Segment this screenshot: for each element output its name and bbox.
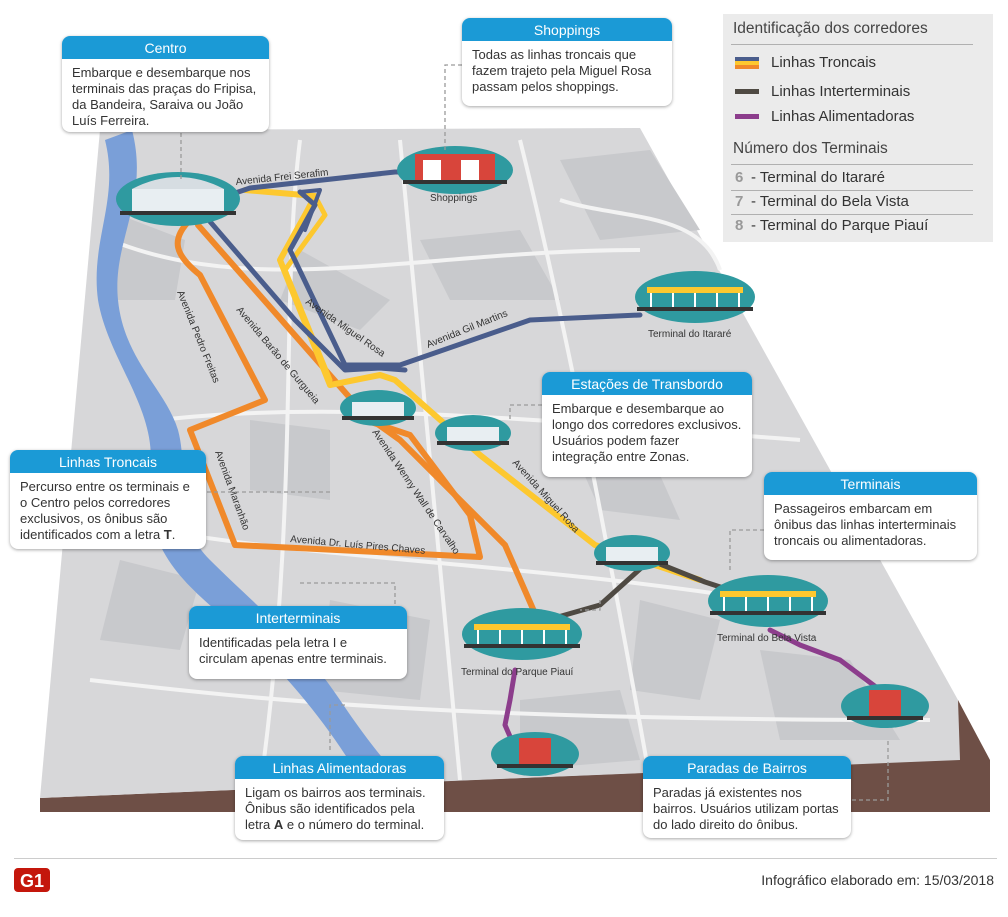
trunk-line-orange-barao: [195, 222, 543, 628]
terminal-centro: [116, 172, 240, 226]
callout-paradas-title: Paradas de Bairros: [643, 756, 851, 779]
callout-shoppings-title: Shoppings: [462, 18, 672, 41]
legend-terminals-title: Número dos Terminais: [733, 140, 888, 157]
stop-bairro-parque-piaui: [491, 732, 579, 776]
callout-terminais: Terminais Passageiros embarcam em ônibus…: [764, 472, 977, 560]
callout-centro-title: Centro: [62, 36, 269, 59]
callout-leaders: [180, 64, 889, 801]
legend-terminal-label: - Terminal do Bela Vista: [751, 193, 909, 210]
legend-terminal-8: 8 - Terminal do Parque Piauí: [735, 217, 928, 234]
legend-terminal-6: 6 - Terminal do Itararé: [735, 169, 885, 186]
callout-interterminais: Interterminais Identificadas pela letra …: [189, 606, 407, 679]
legend-label-alimentadoras: Linhas Alimentadoras: [771, 108, 915, 125]
trunk-line-blue-miguel-rosa: [197, 207, 408, 373]
g1-logo: G1: [14, 868, 50, 892]
callout-alimentadoras-body: Ligam os bairros aos terminais. Ônibus s…: [235, 779, 444, 840]
callout-paradas-bairros: Paradas de Bairros Paradas já existentes…: [643, 756, 851, 838]
trunk-line-yellow: [242, 187, 703, 583]
callout-interterminais-title: Interterminais: [189, 606, 407, 629]
footer-credit: Infográfico elaborado em: 15/03/2018: [761, 872, 994, 888]
callout-troncais-title: Linhas Troncais: [10, 450, 206, 473]
legend-divider: [731, 44, 973, 45]
legend-label-interterminais: Linhas Interterminais: [771, 83, 911, 100]
feeder-line-bela-vista: [767, 627, 883, 693]
legend-divider-row: [731, 190, 973, 191]
callout-paradas-body: Paradas já existentes nos bairros. Usuár…: [653, 785, 839, 832]
footer-divider: [14, 858, 997, 859]
callout-estacoes-body: Embarque e desembarque ao longo dos corr…: [552, 401, 742, 464]
callout-linhas-troncais: Linhas Troncais Percurso entre os termin…: [10, 450, 206, 549]
callout-troncais-body-text: Percurso entre os terminais e o Centro p…: [20, 479, 190, 542]
legend-terminal-7: 7 - Terminal do Bela Vista: [735, 193, 909, 210]
legend-swatch-alimentadoras: [735, 113, 759, 119]
callout-shoppings: Shoppings Todas as linhas troncais que f…: [462, 18, 672, 106]
station-barao: [340, 390, 416, 426]
callout-centro-body: Embarque e desembarque nos terminais das…: [72, 65, 257, 128]
legend-divider-row: [731, 214, 973, 215]
terminal-bela-vista: [708, 575, 828, 627]
place-label-parque-piaui: Terminal do Parque Piauí: [461, 667, 574, 678]
callout-interterminais-body: Identificadas pela letra I e circulam ap…: [199, 635, 387, 666]
callout-alimentadoras-body-text: Ligam os bairros aos terminais. Ônibus s…: [245, 785, 426, 832]
trunk-line-yellow-loop: [282, 193, 333, 383]
station-miguel-rosa: [435, 415, 511, 451]
legend-terminal-number: 8: [735, 217, 744, 234]
trunk-line-blue-north-loop: [298, 188, 322, 232]
legend-divider-terminals: [731, 164, 973, 165]
legend-panel: Identificação dos corredores Linhas Tron…: [723, 14, 993, 242]
place-label-shoppings: Shoppings: [430, 193, 477, 204]
callout-terminais-title: Terminais: [764, 472, 977, 495]
callout-alimentadoras-title: Linhas Alimentadoras: [235, 756, 444, 779]
callout-shoppings-body: Todas as linhas troncais que fazem traje…: [472, 47, 652, 94]
place-label-itarare: Terminal do Itararé: [648, 329, 732, 340]
legend-terminal-number: 6: [735, 169, 744, 186]
legend-terminal-number: 7: [735, 193, 744, 210]
callout-troncais-body: Percurso entre os terminais e o Centro p…: [10, 473, 206, 549]
terminal-shoppings: [397, 146, 513, 194]
callout-troncais-body-end: .: [171, 527, 176, 542]
legend-terminal-label: - Terminal do Itararé: [751, 169, 885, 186]
trunk-corridors: [174, 169, 883, 751]
callout-centro: Centro Embarque e desembarque nos termin…: [62, 36, 269, 132]
callout-terminais-body: Passageiros embarcam em ônibus das linha…: [774, 501, 957, 548]
callout-troncais-letter: T: [163, 527, 172, 542]
legend-item-alimentadoras: Linhas Alimentadoras: [735, 108, 914, 125]
g1-logo-text: G1: [20, 871, 44, 891]
legend-swatch-troncais: [735, 56, 759, 69]
legend-item-interterminais: Linhas Interterminais: [735, 83, 910, 100]
stop-bairro-bela-vista: [841, 684, 929, 728]
callout-linhas-alimentadoras: Linhas Alimentadoras Ligam os bairros ao…: [235, 756, 444, 840]
callout-alimentadoras-letter: A: [273, 817, 284, 832]
callout-estacoes-transbordo: Estações de Transbordo Embarque e desemb…: [542, 372, 752, 477]
legend-terminal-label: - Terminal do Parque Piauí: [751, 217, 929, 234]
terminal-parque-piaui: [462, 608, 582, 660]
legend-title: Identificação dos corredores: [733, 20, 928, 37]
trunk-line-orange-pedro-freitas: [174, 217, 483, 560]
callout-alimentadoras-body-end: e o número do terminal.: [283, 817, 425, 832]
place-label-bela-vista: Terminal do Bela Vista: [717, 633, 817, 644]
legend-label-troncais: Linhas Troncais: [771, 54, 877, 71]
legend-swatch-interterminais: [735, 88, 759, 94]
station-miguel-rosa-south: [594, 535, 670, 571]
terminal-itarare: [635, 271, 755, 323]
legend-item-troncais: Linhas Troncais: [735, 54, 876, 71]
callout-estacoes-title: Estações de Transbordo: [542, 372, 752, 395]
